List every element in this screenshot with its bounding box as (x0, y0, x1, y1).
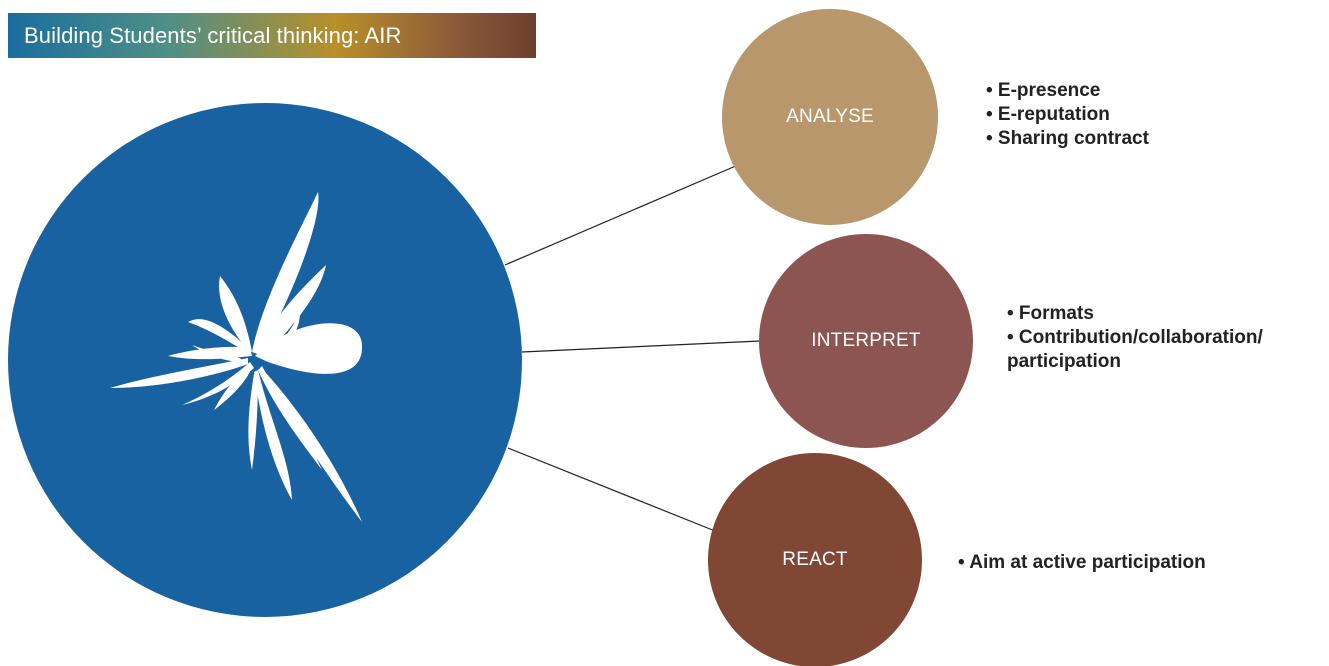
flower-burst-icon (110, 192, 363, 522)
connector-interpret (521, 340, 761, 353)
react-circle (708, 453, 922, 666)
bullet-item: • Contribution/collaboration/ (1007, 327, 1263, 348)
bullet-item: participation (1007, 351, 1122, 372)
interpret-bullet-list: • Formats • Contribution/collaboration/ … (1007, 302, 1263, 374)
page-title: Building Students’ critical thinking: AI… (24, 22, 402, 48)
interpret-label: INTERPRET (811, 330, 921, 351)
connector-analyse (504, 164, 739, 266)
analyse-circle (722, 9, 938, 225)
analyse-bullet-list: • E-presence • E-reputation • Sharing co… (986, 79, 1149, 151)
interpret-circle (759, 234, 973, 448)
react-label: REACT (782, 549, 848, 570)
bullet-item: • Sharing contract (986, 128, 1149, 149)
title-banner: Building Students’ critical thinking: AI… (8, 13, 536, 58)
analyse-label: ANALYSE (786, 106, 874, 127)
bullet-item: • Formats (1007, 303, 1094, 324)
bullet-item: • E-presence (986, 80, 1101, 101)
react-bullet-list: • Aim at active participation (958, 551, 1206, 575)
connector-react (507, 447, 716, 532)
bullet-item: • E-reputation (986, 104, 1110, 125)
bullet-item: • Aim at active participation (958, 552, 1206, 573)
